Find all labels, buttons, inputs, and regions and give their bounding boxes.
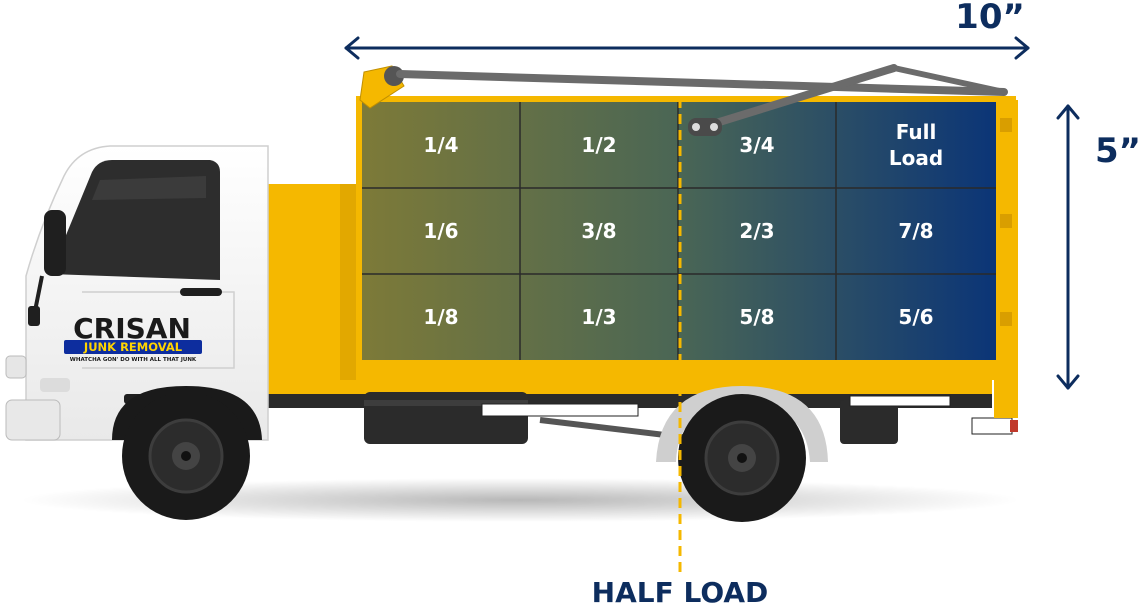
load-fraction-line: 1/2	[581, 133, 616, 157]
load-fraction-label: 7/8	[898, 219, 933, 243]
load-fraction-label: 1/3	[581, 305, 616, 329]
chassis	[262, 376, 1018, 444]
load-fraction-line: 7/8	[898, 219, 933, 243]
tarp-arm	[359, 64, 1008, 136]
logo-name: CRISAN	[73, 312, 191, 345]
load-fraction-line: 1/6	[423, 219, 458, 243]
logo-band-text: JUNK REMOVAL	[83, 340, 183, 354]
load-fraction-label: 3/4	[739, 133, 774, 157]
load-fraction-line: 2/3	[739, 219, 774, 243]
rear-wheel	[678, 394, 806, 522]
load-fraction-line: 3/8	[581, 219, 616, 243]
load-fraction-label: 3/8	[581, 219, 616, 243]
height-label: 5”	[1095, 131, 1140, 171]
load-fraction-label: 1/4	[423, 133, 458, 157]
load-fraction-label: 1/8	[423, 305, 458, 329]
front-wheel	[122, 392, 250, 520]
load-fraction-line: 3/4	[739, 133, 774, 157]
load-fraction-line: Load	[889, 146, 943, 170]
load-fraction-line: 1/4	[423, 133, 458, 157]
length-dimension-arrow	[344, 36, 1030, 60]
side-guard	[481, 395, 951, 417]
company-logo: CRISAN JUNK REMOVAL WHATCHA GON' DO WITH…	[64, 312, 202, 363]
length-label: 10”	[955, 0, 1025, 37]
load-fraction-line: 1/3	[581, 305, 616, 329]
load-fraction-line: Full	[896, 120, 937, 144]
rear-wheel-arch	[656, 386, 828, 462]
load-fraction-label: 5/8	[739, 305, 774, 329]
logo-tagline: WHATCHA GON' DO WITH ALL THAT JUNK	[70, 357, 197, 363]
load-fraction-label: 2/3	[739, 219, 774, 243]
cargo-body	[264, 96, 1018, 418]
truck-cab	[5, 145, 269, 441]
load-fraction-line: 1/8	[423, 305, 458, 329]
load-fraction-line: 5/8	[739, 305, 774, 329]
height-dimension-arrow	[1056, 104, 1080, 390]
half-load-label: HALF LOAD	[592, 576, 769, 604]
load-fraction-line: 5/6	[898, 305, 933, 329]
load-fraction-label: 1/6	[423, 219, 458, 243]
load-fraction-label: 1/2	[581, 133, 616, 157]
load-fraction-label: 5/6	[898, 305, 933, 329]
